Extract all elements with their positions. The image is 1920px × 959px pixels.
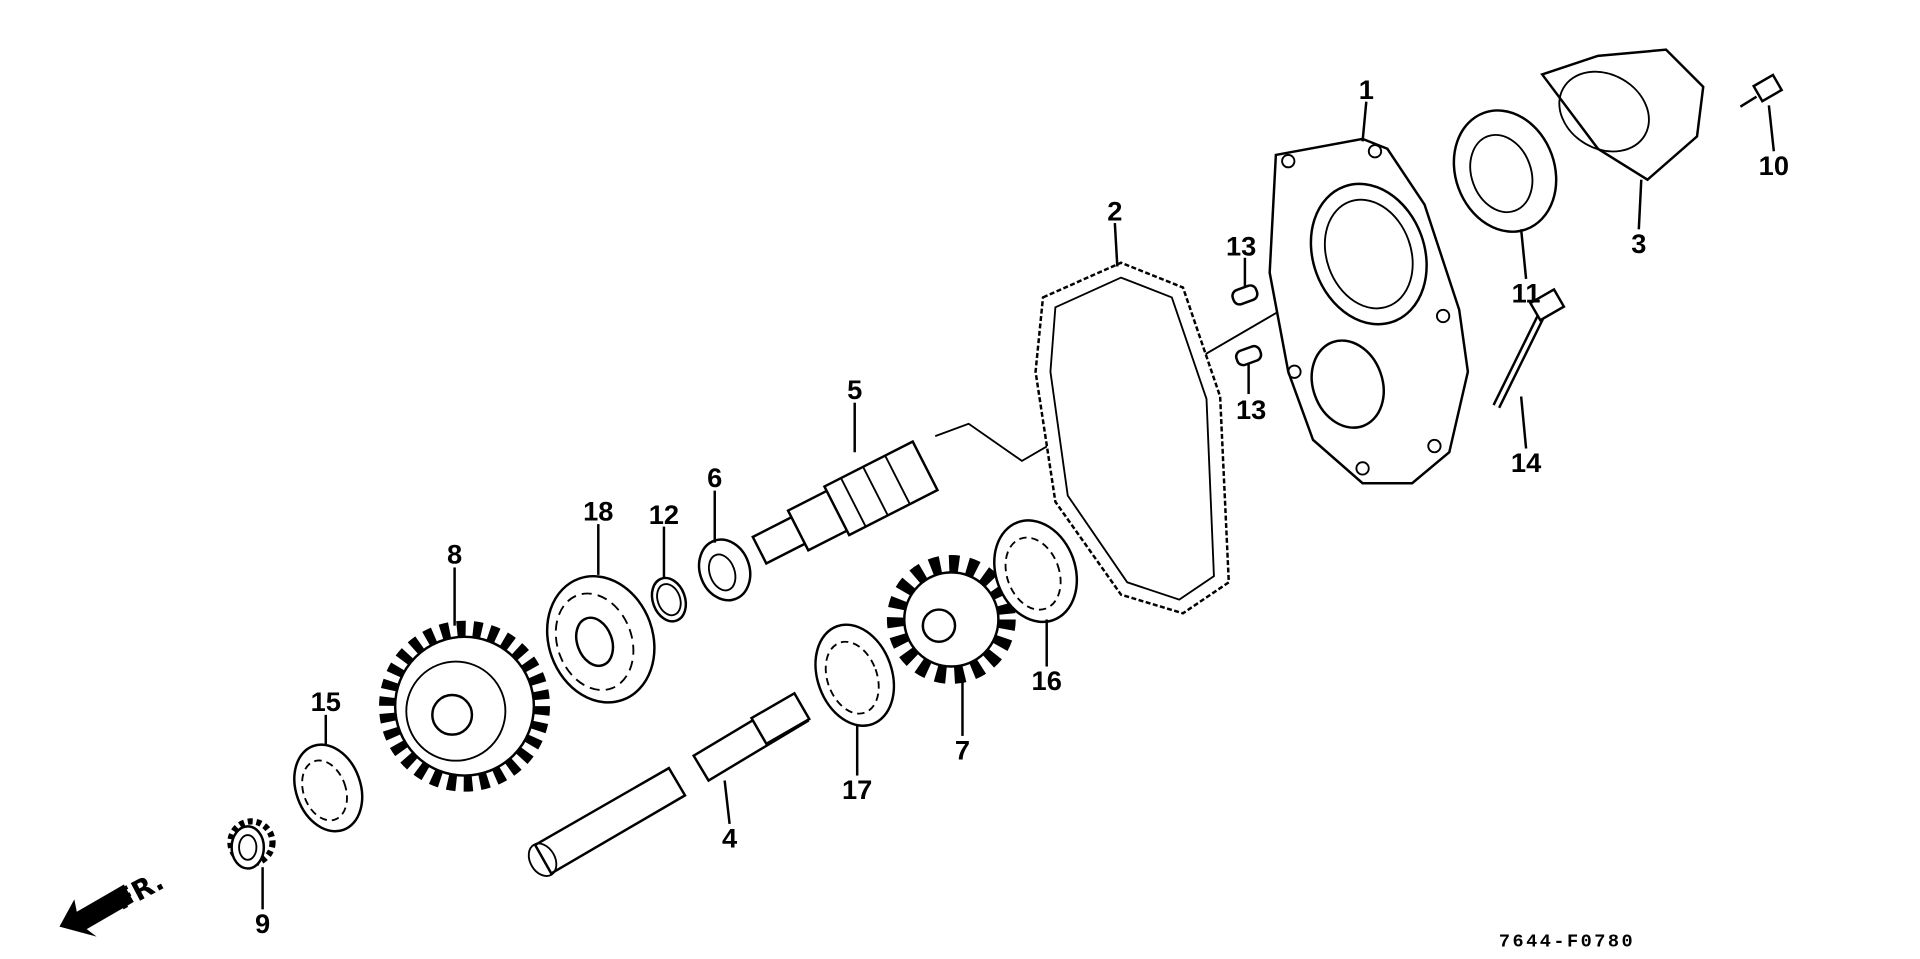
callout-17[interactable]: 17 — [842, 774, 872, 805]
callout-6[interactable]: 6 — [707, 462, 722, 493]
part-7-drive-gear[interactable] — [886, 555, 1016, 684]
callout-2[interactable]: 2 — [1107, 196, 1122, 227]
callout-16[interactable]: 16 — [1032, 665, 1062, 696]
leader-lines — [261, 101, 1776, 910]
callout-12[interactable]: 12 — [649, 499, 679, 530]
part-18-ball-bearing[interactable] — [530, 561, 672, 718]
arrow-left-icon — [59, 884, 134, 937]
part-2-gasket[interactable] — [1034, 261, 1231, 615]
part-6-collar[interactable] — [691, 532, 759, 607]
callout-11[interactable]: 11 — [1512, 277, 1541, 308]
part-4-countershaft[interactable] — [523, 691, 811, 881]
part-15-ball-bearing[interactable] — [283, 735, 374, 841]
callout-10[interactable]: 10 — [1759, 150, 1789, 181]
part-3-cap[interactable] — [1540, 48, 1705, 182]
part-14-flange-bolt[interactable] — [1492, 287, 1566, 409]
diagram-code: 7644-F0780 — [1499, 931, 1635, 952]
callout-15[interactable]: 15 — [311, 686, 341, 717]
part-13-dowel-pin-lower[interactable] — [1234, 344, 1263, 367]
part-8-driven-gear[interactable] — [379, 620, 550, 792]
part-9-nut[interactable] — [227, 818, 276, 870]
callout-13-upper[interactable]: 13 — [1226, 230, 1256, 261]
part-16-ball-bearing[interactable] — [981, 509, 1091, 634]
part-1-transmission-cover[interactable] — [1268, 137, 1470, 485]
callout-8[interactable]: 8 — [447, 539, 462, 570]
callout-3[interactable]: 3 — [1631, 228, 1646, 259]
part-10-bolt[interactable] — [1739, 73, 1784, 108]
callout-18[interactable]: 18 — [583, 495, 613, 526]
part-13-dowel-pin-upper[interactable] — [1231, 284, 1259, 306]
part-11-oil-seal[interactable] — [1437, 96, 1572, 246]
callout-13-lower[interactable]: 13 — [1236, 394, 1266, 425]
callout-14[interactable]: 14 — [1511, 447, 1542, 478]
callout-4[interactable]: 4 — [722, 822, 738, 853]
callout-7[interactable]: 7 — [955, 734, 970, 765]
callout-9[interactable]: 9 — [255, 908, 270, 939]
front-direction-arrow: FR. — [59, 866, 169, 937]
callout-5[interactable]: 5 — [847, 374, 862, 405]
part-5-output-shaft[interactable] — [747, 439, 940, 575]
part-17-ball-bearing[interactable] — [802, 614, 907, 737]
callout-1[interactable]: 1 — [1359, 74, 1374, 105]
part-12-circlip[interactable] — [646, 573, 692, 626]
